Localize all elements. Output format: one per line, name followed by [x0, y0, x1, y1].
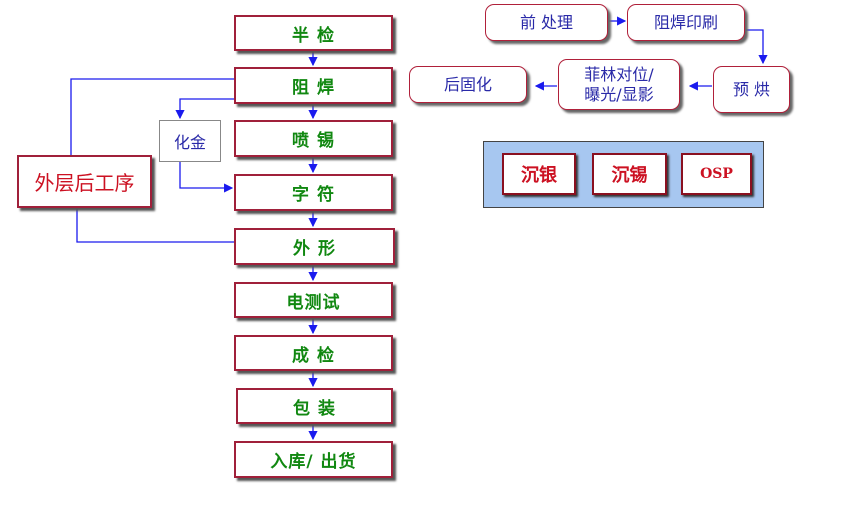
- solder-mask-printing: 阻焊印刷: [627, 4, 745, 41]
- arrow-to-gold: [175, 98, 234, 120]
- immersion-tin: 沉锡: [592, 153, 667, 195]
- step-packing: 包 装: [236, 388, 393, 424]
- immersion-silver: 沉银: [502, 153, 576, 195]
- step-solder-mask: 阻 焊: [234, 67, 393, 104]
- step-legend: 字 符: [234, 174, 393, 211]
- step-hasl: 喷 锡: [234, 120, 393, 157]
- step-electrical-test: 电测试: [234, 282, 393, 318]
- expose-develop-text: 曝光/显影: [584, 84, 654, 104]
- bracket-bottom: [76, 208, 234, 243]
- step-warehouse-shipping: 入库/ 出货: [234, 441, 393, 478]
- outer-process-label: 外层后工序: [17, 155, 152, 208]
- step-final-inspection: 成 检: [234, 335, 393, 371]
- pre-bake: 预 烘: [713, 66, 790, 113]
- step-half-inspection: 半 检: [234, 15, 393, 51]
- pre-treatment: 前 处理: [485, 4, 608, 41]
- post-cure: 后固化: [409, 66, 527, 103]
- step-profile: 外 形: [234, 228, 395, 265]
- gold-step: 化金: [159, 120, 221, 162]
- arrow-gold-to-char: [179, 162, 234, 193]
- arrow-print-to-bake: [746, 29, 768, 65]
- osp: OSP: [681, 153, 752, 195]
- bracket-top: [70, 78, 234, 155]
- film-align-text: 菲林对位/: [584, 64, 654, 84]
- film-align-expose-develop: 菲林对位/ 曝光/显影: [558, 59, 680, 110]
